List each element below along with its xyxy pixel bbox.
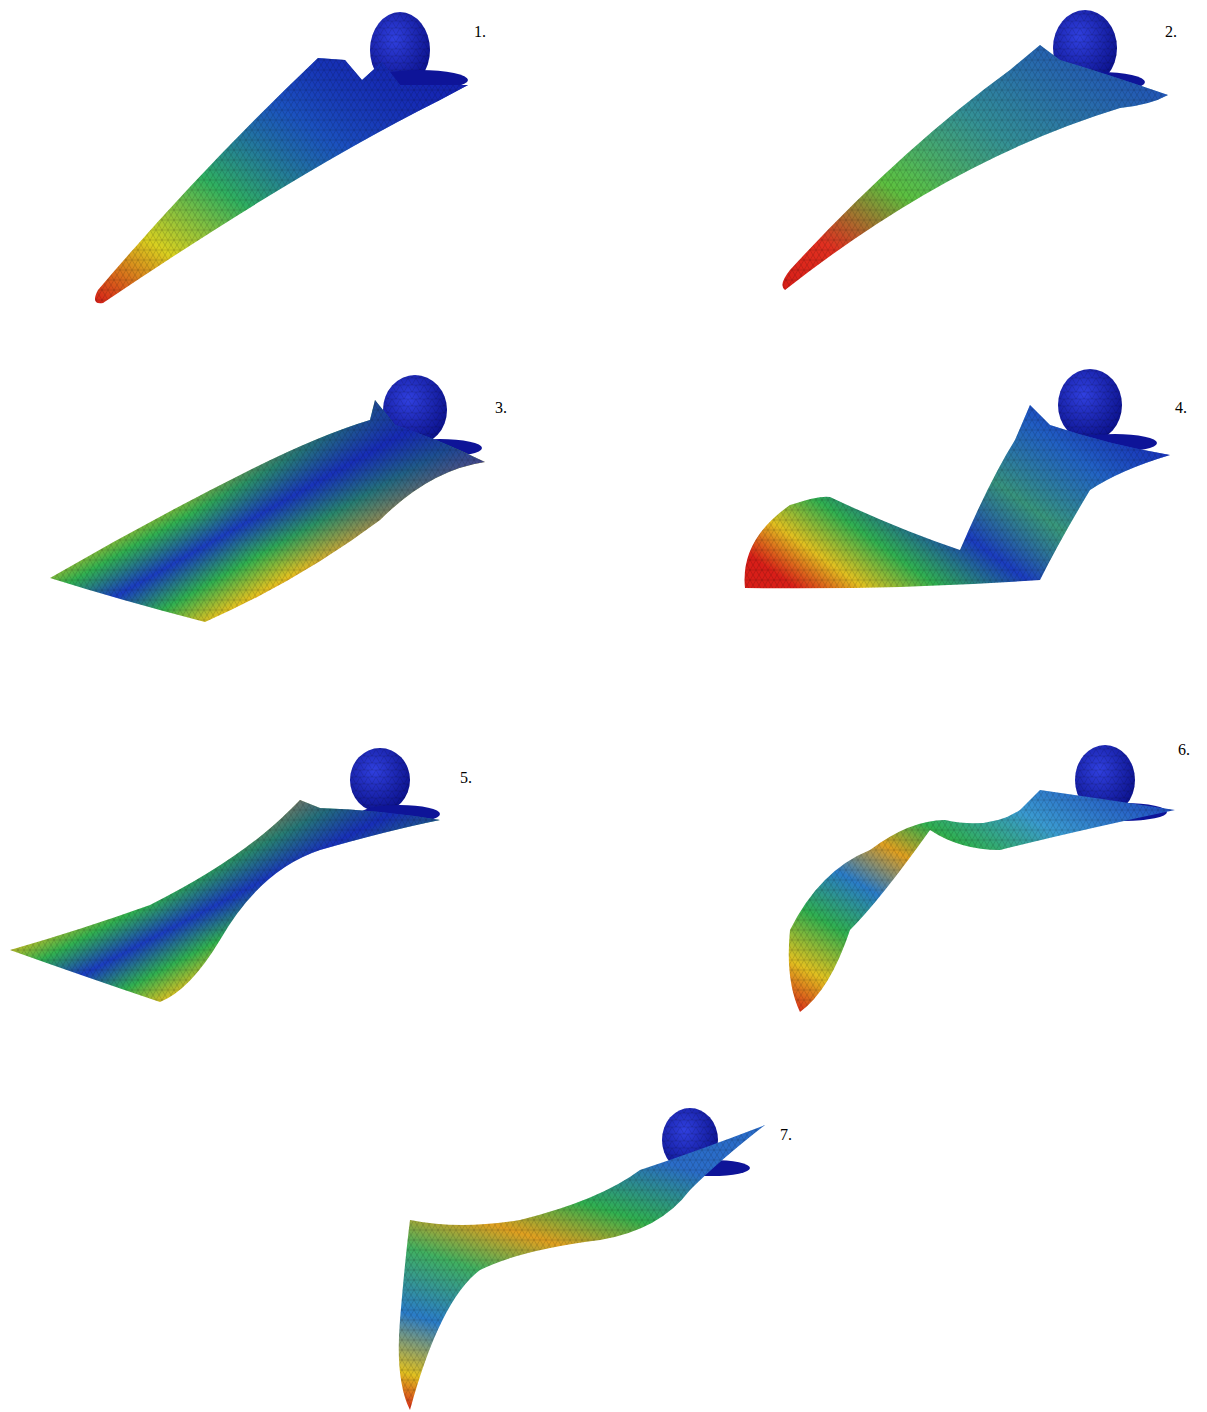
- mode-shape-3: [50, 375, 485, 622]
- mode-number: 5.: [460, 770, 472, 786]
- mode-number: 3.: [495, 400, 507, 416]
- mode-number: 6.: [1178, 742, 1190, 758]
- mode-shape-7: [399, 1108, 765, 1410]
- mode-shape-4: [745, 369, 1170, 588]
- mode-shape-2: [782, 10, 1168, 290]
- mode-number: 1.: [474, 24, 486, 40]
- mode-shape-1: [95, 12, 468, 303]
- mode-number: 7.: [780, 1127, 792, 1143]
- mode-number: 2.: [1165, 24, 1177, 40]
- mode-shape-5: [10, 748, 440, 1002]
- mode-number: 4.: [1175, 400, 1187, 416]
- mode-shape-6: [789, 745, 1175, 1012]
